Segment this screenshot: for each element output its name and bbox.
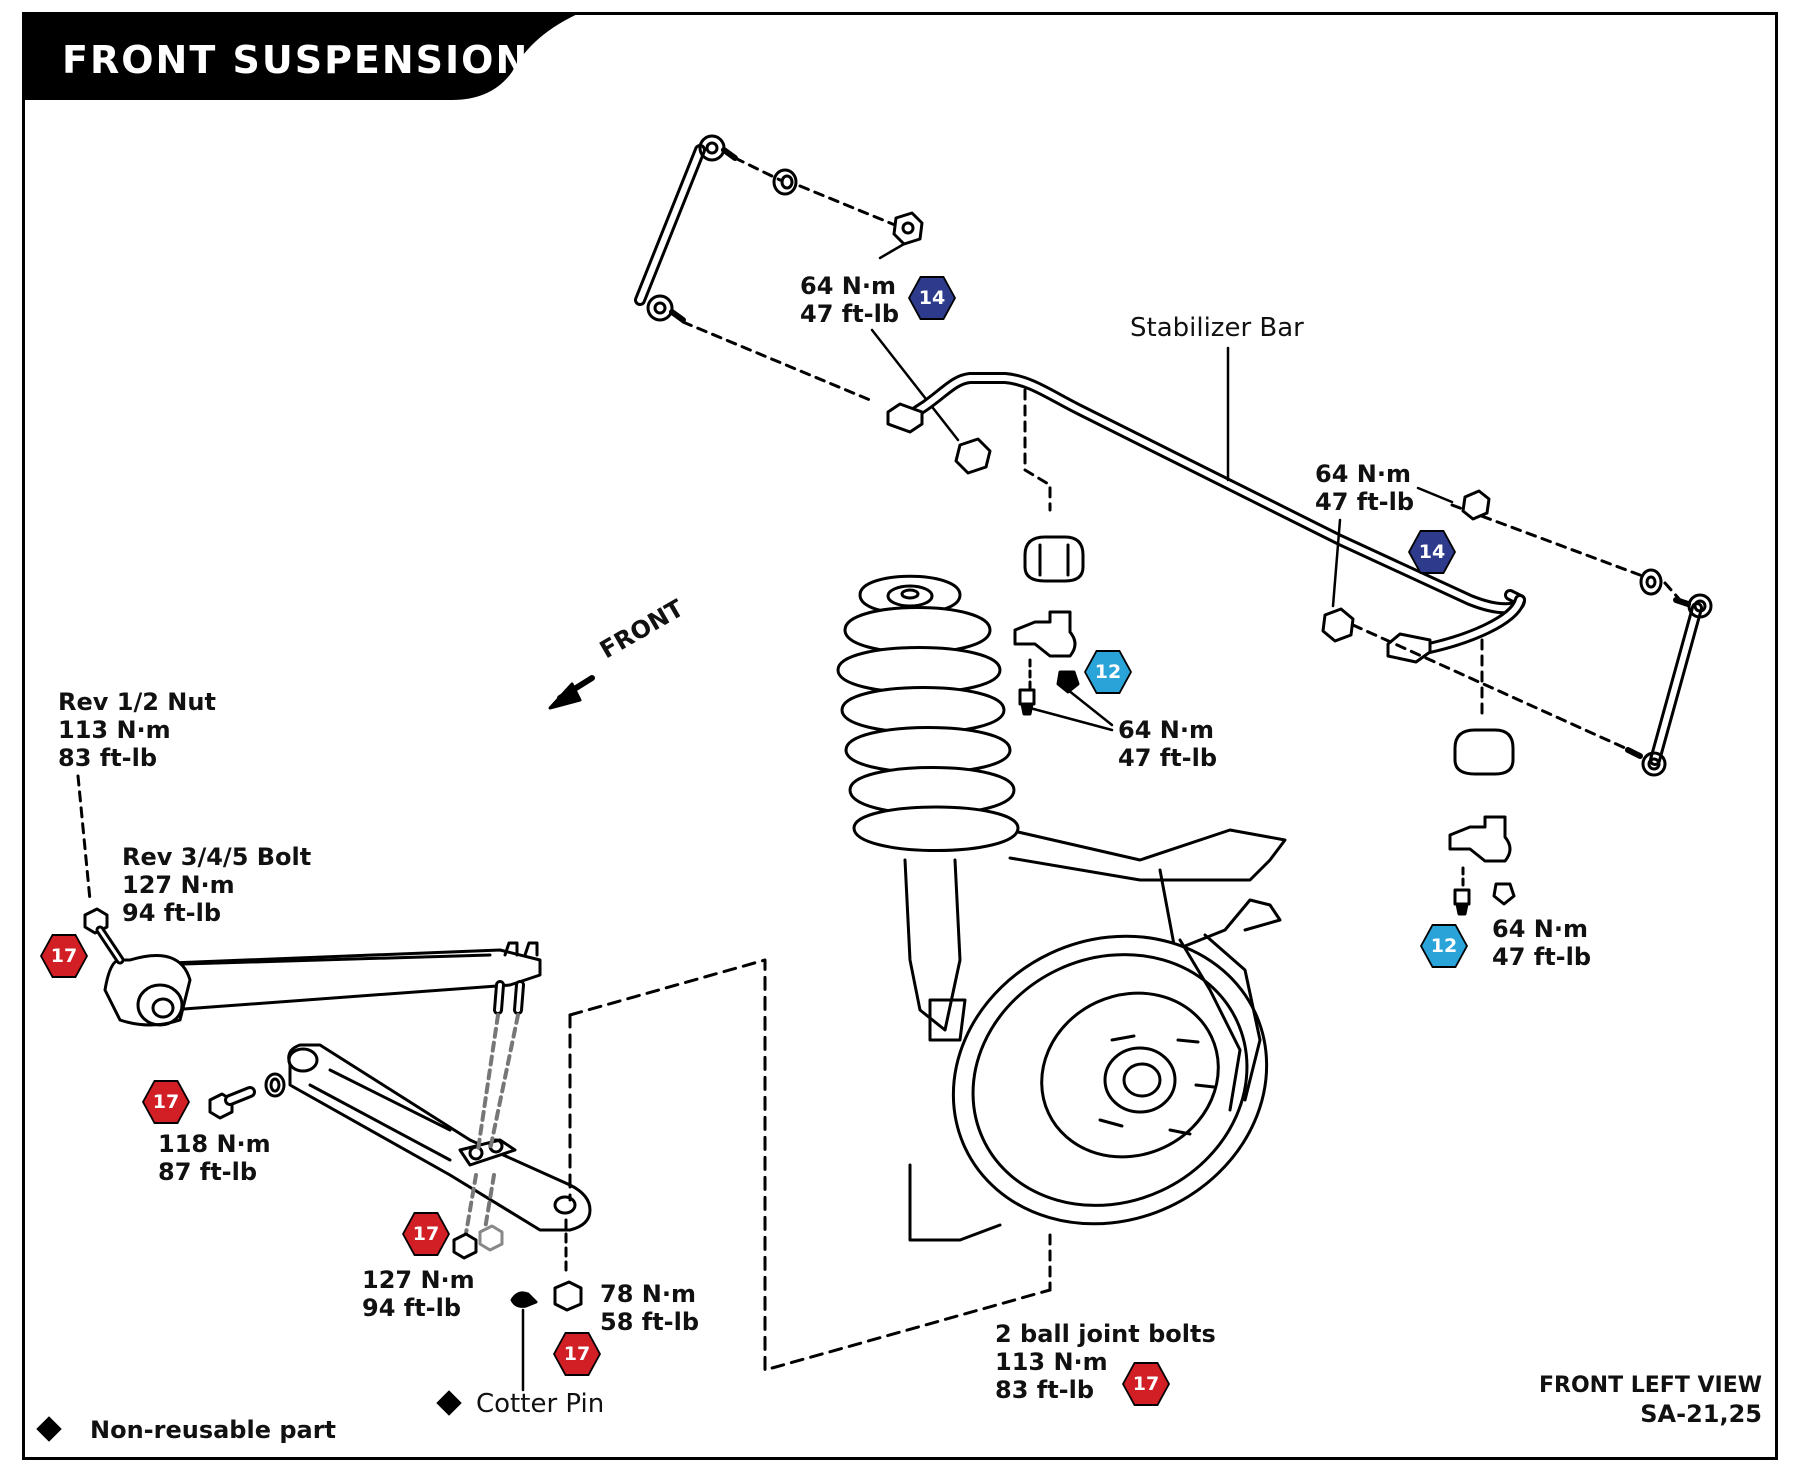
- socket-17-badge: 17: [142, 1080, 190, 1124]
- socket-14-badge: 14: [1408, 530, 1456, 574]
- socket-17-badge: 17: [553, 1332, 601, 1376]
- non-reusable-icon: [436, 1389, 462, 1416]
- leader-dashed: [733, 156, 897, 227]
- reference-code: SA-21,25: [1640, 1400, 1762, 1428]
- legend-non-reusable: Non-reusable part: [36, 1416, 336, 1444]
- diagram-frame: [22, 12, 1778, 1460]
- brake-rotor: [908, 933, 1269, 1242]
- strut-assembly: [836, 574, 1287, 1042]
- socket-17-badge: 17: [402, 1212, 450, 1256]
- stabilizer-bar: [886, 372, 1526, 664]
- lower-control-arm: [287, 1043, 592, 1232]
- strut-rod: [103, 941, 542, 1027]
- non-reusable-icon: [36, 1416, 62, 1442]
- stabilizer-bar-label: Stabilizer Bar: [1130, 313, 1304, 343]
- right-stabilizer-link: [1625, 593, 1713, 777]
- view-label: FRONT LEFT VIEW SA-21,25: [1539, 1373, 1762, 1428]
- left-stabilizer-link: [634, 134, 738, 323]
- cotter-pin-label: Cotter Pin: [436, 1389, 604, 1418]
- socket-17-badge: 17: [1122, 1362, 1170, 1406]
- title-banner: [22, 12, 582, 100]
- page-title: FRONT SUSPENSION: [62, 38, 530, 82]
- socket-14-badge: 14: [908, 276, 956, 320]
